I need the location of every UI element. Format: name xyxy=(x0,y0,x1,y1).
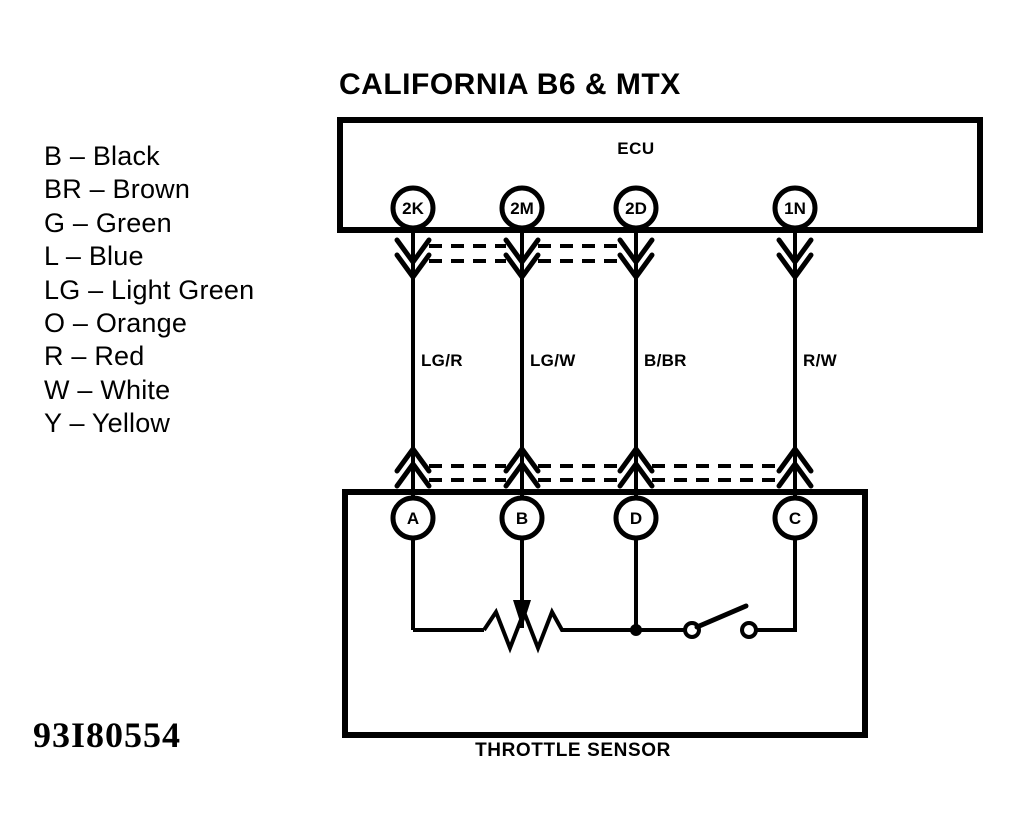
switch-contact-right xyxy=(740,621,758,639)
sensor-terminal-c-label: C xyxy=(789,509,801,528)
legend-code: R xyxy=(44,341,64,372)
legend-dash: – xyxy=(69,408,85,439)
legend-name: Orange xyxy=(95,308,188,339)
connector-arrow-down-1n xyxy=(776,237,814,282)
sensor-terminal-b: B xyxy=(499,495,545,541)
legend-item: BR – Brown xyxy=(44,173,344,206)
connector-arrow-up-a xyxy=(394,444,432,489)
legend-item: W – White xyxy=(44,374,344,407)
connector-arrow-up-d xyxy=(617,444,655,489)
connector-arrow-down-2d xyxy=(617,237,655,282)
legend-dash: – xyxy=(88,274,104,305)
legend-item: B – Black xyxy=(44,140,344,173)
page-title: CALIFORNIA B6 & MTX xyxy=(339,68,681,101)
legend-code: B xyxy=(44,141,63,171)
legend-code: O xyxy=(44,308,66,339)
ecu-pin-2m-label: 2M xyxy=(510,199,534,218)
legend-item: L – Blue xyxy=(44,240,344,273)
sensor-terminal-c: C xyxy=(772,495,818,541)
legend-dash: – xyxy=(77,374,93,405)
sensor-terminal-d-label: D xyxy=(630,509,642,528)
potentiometer-wiper-arrow xyxy=(513,600,531,628)
legend-name: Blue xyxy=(88,241,144,272)
wire-label-lg-w: LG/W xyxy=(530,351,576,370)
switch-blade xyxy=(694,603,749,630)
legend-name: Black xyxy=(92,141,160,171)
legend-dash: – xyxy=(71,341,87,372)
ecu-pin-2k-label: 2K xyxy=(402,199,424,218)
connector-arrow-down-2k xyxy=(394,237,432,282)
legend-code: LG xyxy=(44,274,81,305)
legend-item: G – Green xyxy=(44,207,344,240)
ecu-pin-2d: 2D xyxy=(613,185,659,231)
legend-name: Green xyxy=(95,207,172,238)
sensor-terminal-d: D xyxy=(613,495,659,541)
legend-code: BR xyxy=(44,174,82,205)
potentiometer-resistor xyxy=(482,606,633,654)
ecu-label: ECU xyxy=(617,139,654,158)
ecu-pin-1n: 1N xyxy=(772,185,818,231)
legend-item: R – Red xyxy=(44,340,344,373)
connector-arrow-up-c xyxy=(776,444,814,489)
wire-label-r-w: R/W xyxy=(803,351,838,370)
legend-code: Y xyxy=(44,408,62,439)
legend-name: Yellow xyxy=(91,408,171,439)
throttle-sensor-caption: THROTTLE SENSOR xyxy=(475,740,671,761)
legend-dash: – xyxy=(69,141,86,171)
connector-shell-dashed-lower xyxy=(429,464,779,482)
legend-code: L xyxy=(44,241,59,272)
ecu-box xyxy=(337,117,983,233)
legend-dash: – xyxy=(65,241,82,272)
legend-item: O – Orange xyxy=(44,307,344,340)
connector-arrow-down-2m xyxy=(503,237,541,282)
legend-dash: – xyxy=(89,174,105,205)
wire-label-b-br: B/BR xyxy=(644,351,687,370)
legend-dash: – xyxy=(72,308,89,339)
legend-dash: – xyxy=(72,207,89,238)
legend-name: Brown xyxy=(112,174,191,205)
ecu-pin-1n-label: 1N xyxy=(784,199,806,218)
ecu-pin-2d-label: 2D xyxy=(625,199,647,218)
sensor-terminal-a: A xyxy=(390,495,436,541)
legend-item: Y – Yellow xyxy=(44,407,344,440)
part-number: 93I80554 xyxy=(33,715,182,755)
legend-name: Light Green xyxy=(111,274,255,305)
legend-item: LG – Light Green xyxy=(44,274,344,307)
connector-arrow-up-b xyxy=(503,444,541,489)
sensor-terminal-a-label: A xyxy=(407,509,419,528)
connector-shell-dashed-upper xyxy=(429,244,620,263)
ecu-pin-2k: 2K xyxy=(390,185,436,231)
wire-label-lg-r: LG/R xyxy=(421,351,463,370)
ecu-pin-2m: 2M xyxy=(499,185,545,231)
legend-code: G xyxy=(44,207,66,238)
wire-color-legend: B – Black BR – Brown G – Green L – Blue … xyxy=(44,140,344,441)
legend-code: W xyxy=(44,374,70,405)
sensor-terminal-b-label: B xyxy=(516,509,528,528)
legend-name: Red xyxy=(94,341,145,372)
legend-name: White xyxy=(100,374,171,405)
